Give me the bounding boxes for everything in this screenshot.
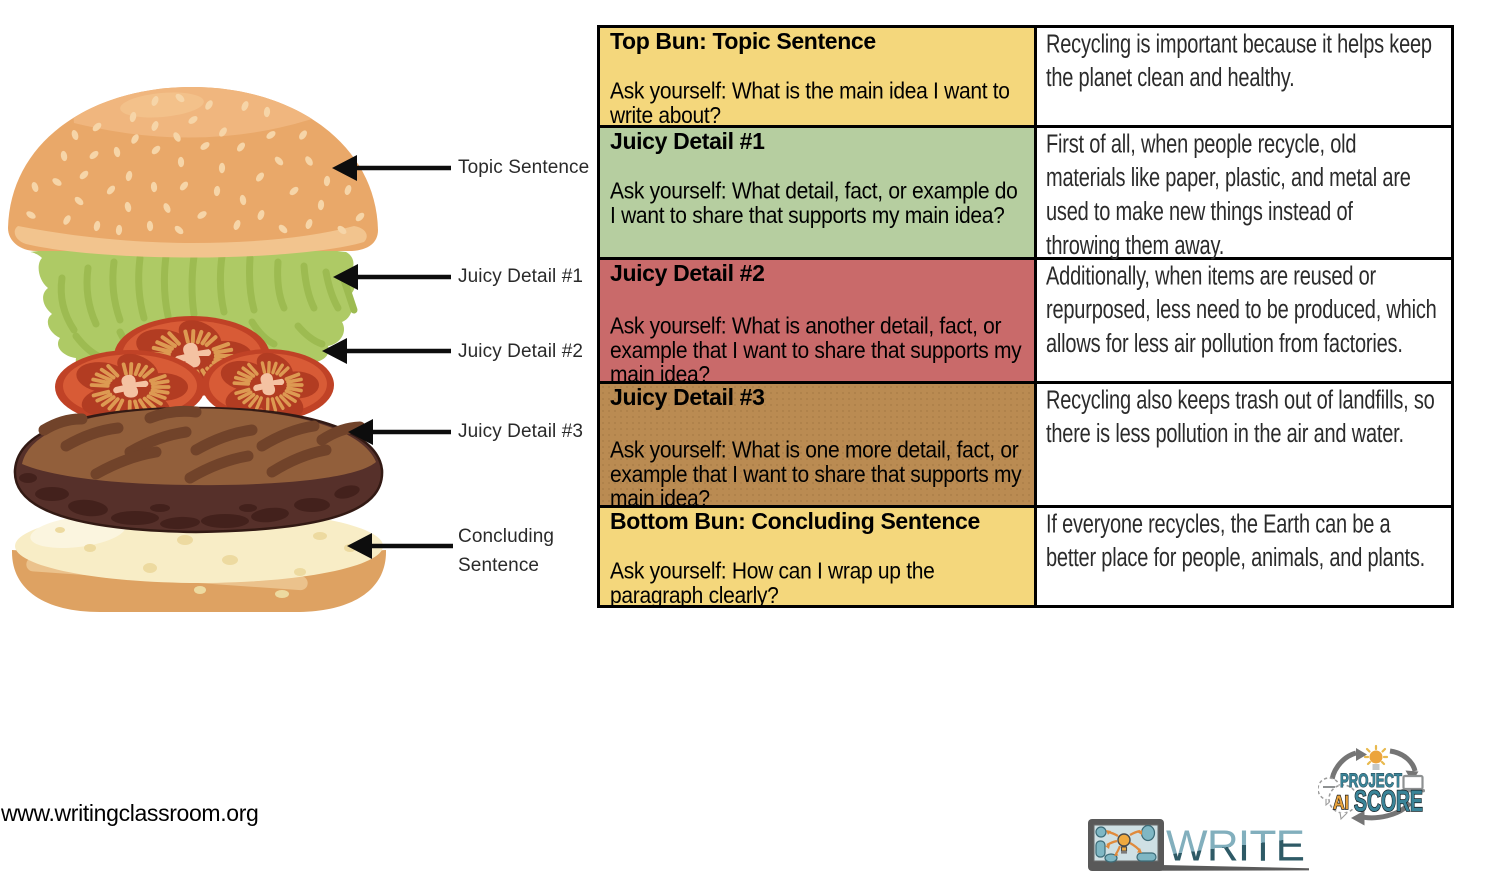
svg-text:SCORE: SCORE [1354, 785, 1423, 818]
svg-text:WRITE: WRITE [1166, 822, 1306, 871]
svg-text:AI: AI [1333, 793, 1349, 814]
svg-text:PROJECT: PROJECT [1340, 771, 1402, 792]
